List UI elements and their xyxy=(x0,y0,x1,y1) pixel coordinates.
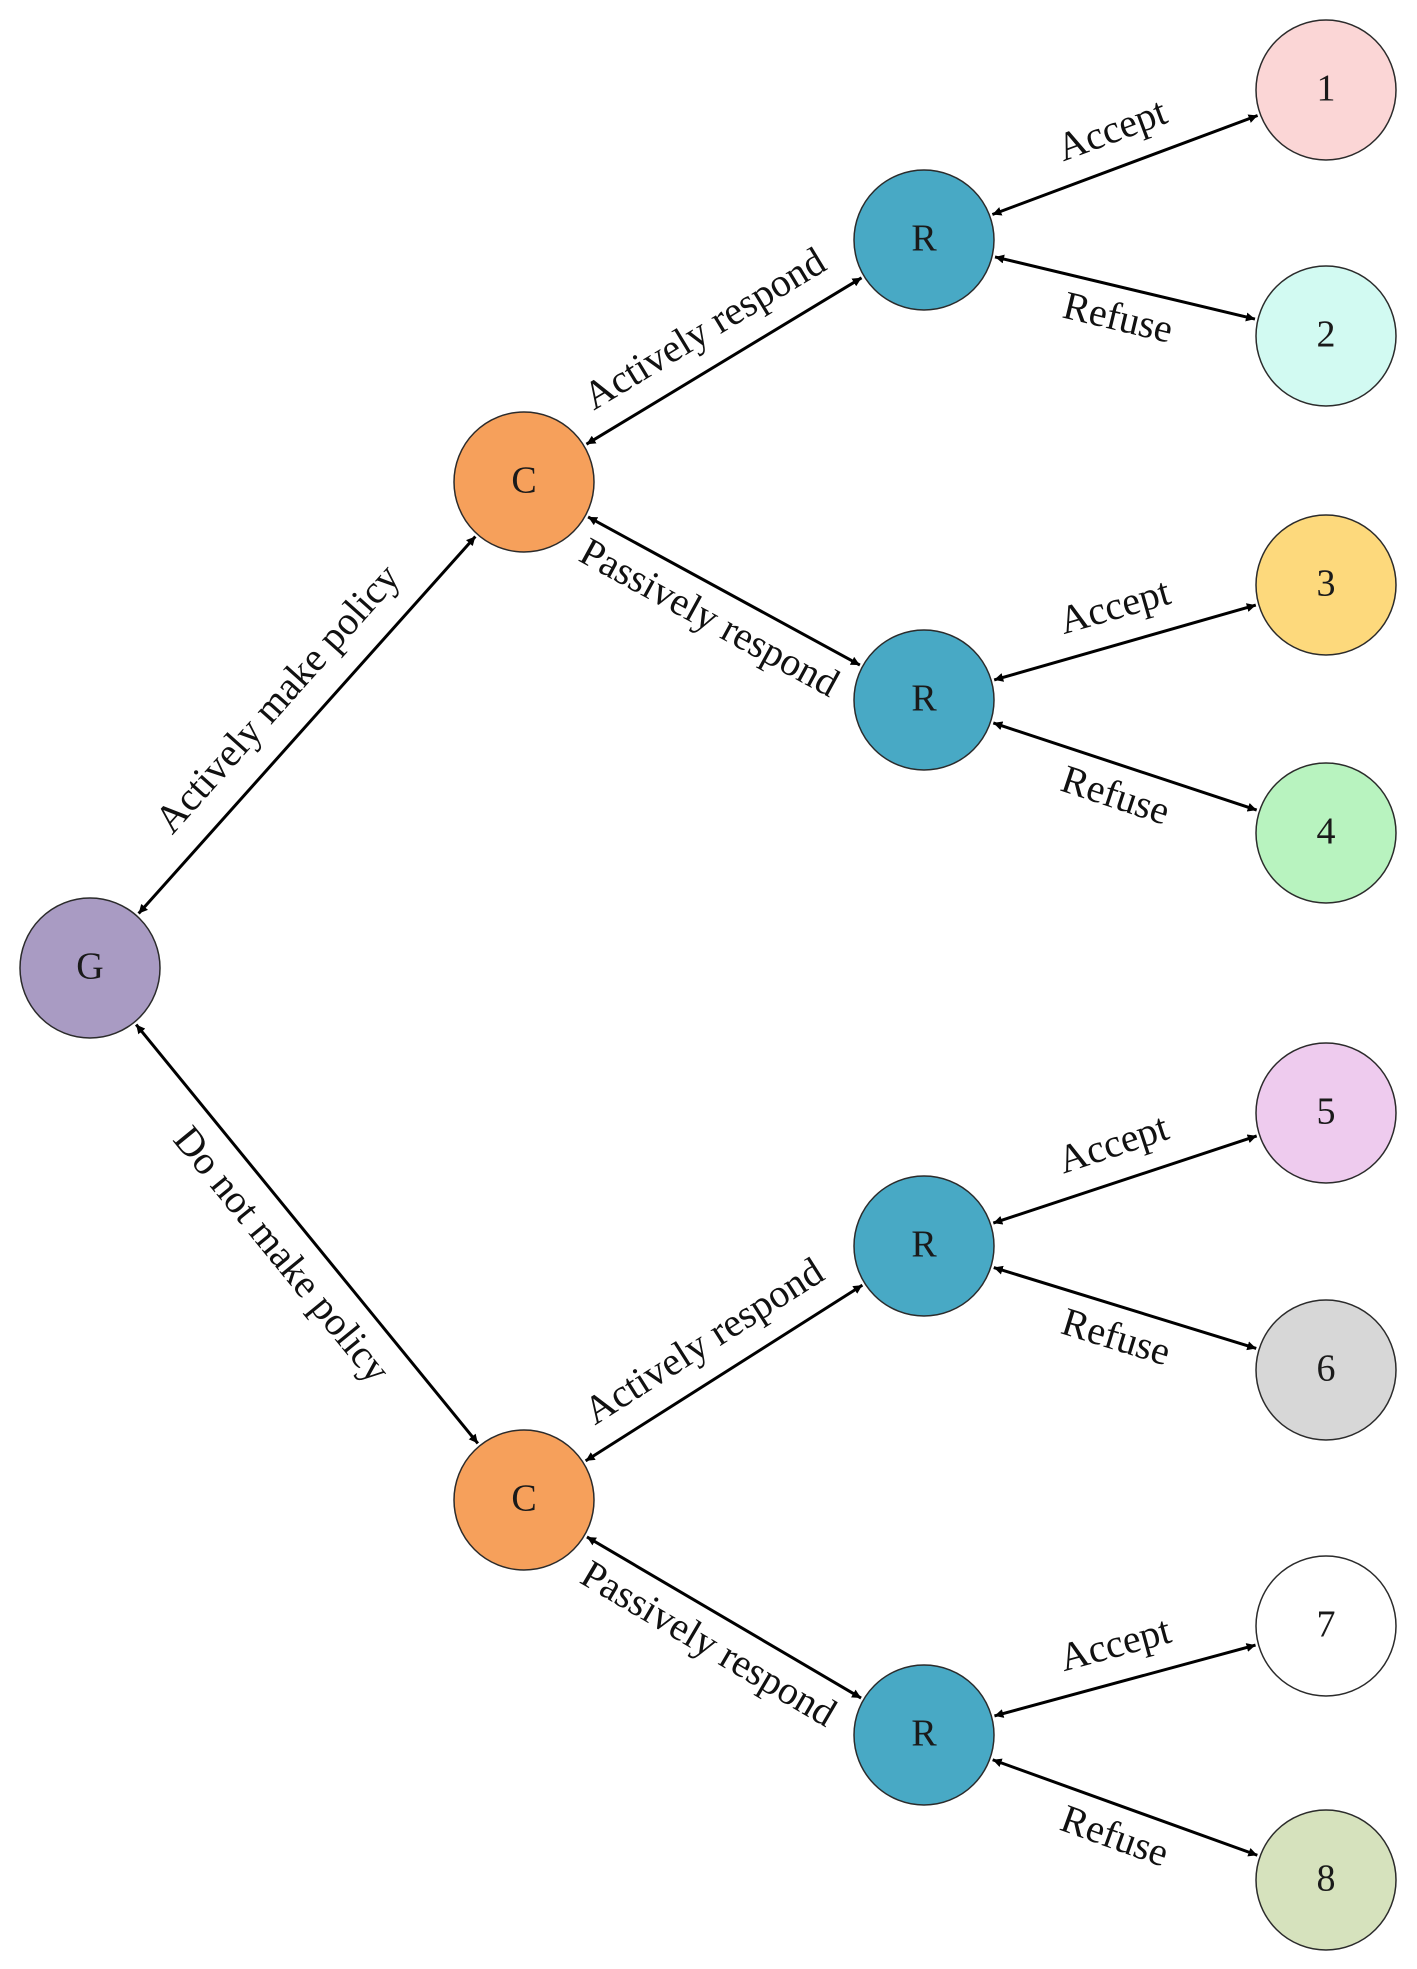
node-label-o2: 2 xyxy=(1317,314,1336,356)
edge-label-r2-o4: Refuse xyxy=(1056,756,1176,834)
edge-c2-r3 xyxy=(584,1283,864,1463)
node-r2: R xyxy=(853,629,995,771)
node-r1: R xyxy=(853,169,995,311)
node-label-c2: C xyxy=(511,1478,536,1520)
edge-r4-o7 xyxy=(994,1643,1256,1718)
node-c2: C xyxy=(453,1429,595,1571)
edge-c2-r4 xyxy=(586,1535,862,1700)
edge-r3-o6 xyxy=(993,1265,1257,1351)
node-circle-o4 xyxy=(1255,762,1397,904)
edge-r1-o1 xyxy=(991,114,1259,216)
edge-label-c1-r2: Passively respond xyxy=(573,528,847,705)
edge-label-r4-o7: Accept xyxy=(1054,1607,1175,1680)
node-circle-o7 xyxy=(1255,1555,1397,1697)
node-circle-o2 xyxy=(1255,265,1397,407)
edge-c1-r1 xyxy=(585,276,863,446)
node-circle-r1 xyxy=(853,169,995,311)
node-o4: 4 xyxy=(1255,762,1397,904)
node-label-o1: 1 xyxy=(1317,68,1336,110)
node-o3: 3 xyxy=(1255,514,1397,656)
edge-label-r4-o8: Refuse xyxy=(1055,1795,1175,1875)
node-circle-o6 xyxy=(1255,1299,1397,1441)
edge-label-r3-o6: Refuse xyxy=(1057,1298,1176,1374)
node-label-r3: R xyxy=(911,1224,937,1266)
node-label-r1: R xyxy=(911,218,937,260)
edge-r2-o3 xyxy=(993,603,1257,682)
node-label-o8: 8 xyxy=(1317,1858,1336,1900)
edge-r2-o4 xyxy=(992,721,1258,812)
node-g: G xyxy=(19,897,161,1039)
edge-label-g-c1: Actively make policy xyxy=(145,555,408,842)
node-o6: 6 xyxy=(1255,1299,1397,1441)
node-o7: 7 xyxy=(1255,1555,1397,1697)
node-label-r4: R xyxy=(911,1713,937,1755)
node-label-c1: C xyxy=(511,460,536,502)
node-o8: 8 xyxy=(1255,1809,1397,1951)
node-label-o3: 3 xyxy=(1317,563,1336,605)
node-label-o6: 6 xyxy=(1317,1348,1336,1390)
edge-label-r1-o2: Refuse xyxy=(1059,282,1177,352)
node-circle-r2 xyxy=(853,629,995,771)
node-label-g: G xyxy=(76,946,103,988)
edge-label-r1-o1: Accept xyxy=(1051,88,1173,170)
edge-label-c1-r1: Actively respond xyxy=(575,238,833,419)
edge-label-c2-r3: Actively respond xyxy=(576,1248,832,1433)
node-circle-c2 xyxy=(453,1429,595,1571)
node-label-o5: 5 xyxy=(1317,1091,1336,1133)
node-circle-c1 xyxy=(453,411,595,553)
node-label-o4: 4 xyxy=(1317,811,1336,853)
edge-r4-o8 xyxy=(992,1758,1258,1857)
node-circle-r3 xyxy=(853,1175,995,1317)
node-circle-r4 xyxy=(853,1664,995,1806)
node-o1: 1 xyxy=(1255,19,1397,161)
edge-r1-o2 xyxy=(994,254,1256,322)
node-o2: 2 xyxy=(1255,265,1397,407)
node-circle-o5 xyxy=(1255,1042,1397,1184)
edge-label-g-c2: Do not make policy xyxy=(165,1117,400,1391)
node-c1: C xyxy=(453,411,595,553)
edge-g-c1 xyxy=(137,535,477,915)
edge-r3-o5 xyxy=(992,1134,1258,1225)
node-circle-o1 xyxy=(1255,19,1397,161)
node-label-r2: R xyxy=(911,678,937,720)
edge-c1-r2 xyxy=(587,515,861,667)
node-o5: 5 xyxy=(1255,1042,1397,1184)
edge-g-c2 xyxy=(134,1023,480,1445)
edge-label-r2-o3: Accept xyxy=(1054,568,1175,642)
node-r4: R xyxy=(853,1664,995,1806)
node-label-o7: 7 xyxy=(1317,1604,1336,1646)
node-circle-g xyxy=(19,897,161,1039)
node-circle-o3 xyxy=(1255,514,1397,656)
node-r3: R xyxy=(853,1175,995,1317)
edge-label-c2-r4: Passively respond xyxy=(574,1551,845,1736)
node-circle-o8 xyxy=(1255,1809,1397,1951)
